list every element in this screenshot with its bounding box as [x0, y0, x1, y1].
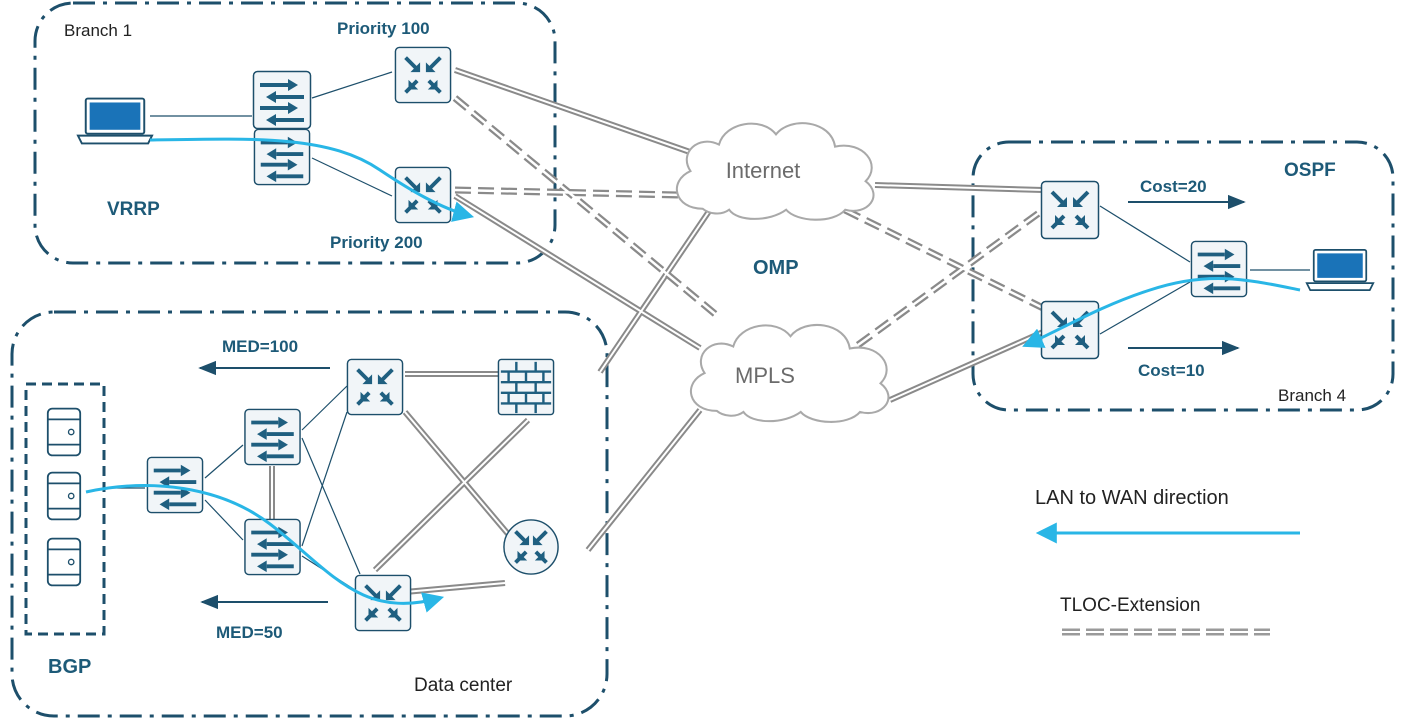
cost-10-label: Cost=10 — [1138, 361, 1205, 380]
datacenter-region — [10, 310, 609, 718]
priority-100-label: Priority 100 — [337, 19, 430, 38]
server-2-icon — [46, 471, 82, 521]
wan-links — [453, 67, 1045, 552]
internet-cloud: Internet — [675, 122, 875, 221]
tloc-extension-links — [452, 95, 1046, 348]
bgp-label: BGP — [48, 656, 91, 678]
branch1-label: Branch 1 — [64, 21, 132, 40]
branch1-flow — [149, 137, 475, 222]
datacenter-flow — [85, 484, 445, 613]
priority-200-label: Priority 200 — [330, 233, 423, 252]
cost-20-label: Cost=20 — [1140, 177, 1207, 196]
server-rack-box — [24, 382, 106, 636]
med-50-label: MED=50 — [216, 623, 283, 642]
branch1-switch-bottom-icon — [252, 128, 312, 186]
branch1-region — [33, 1, 557, 265]
branch1-laptop-icon — [76, 97, 154, 145]
legend-tloc-extension-label: TLOC-Extension — [1060, 595, 1200, 616]
branch4-router-top-icon — [1040, 180, 1100, 240]
branch4-laptop-icon — [1305, 248, 1375, 292]
omp-label: OMP — [753, 257, 799, 279]
branch4-router-bottom-icon — [1040, 300, 1100, 360]
internet-cloud-label: Internet — [726, 158, 801, 183]
dc-switch-top-icon — [243, 408, 302, 466]
branch1-switch-top-icon — [252, 70, 312, 130]
branch4-region — [971, 140, 1395, 412]
metric-arrows — [198, 194, 1246, 610]
server-1-icon — [46, 407, 82, 457]
mpls-cloud: MPLS — [689, 323, 890, 423]
datacenter-label: Data center — [414, 675, 513, 696]
firewall-icon — [497, 358, 555, 416]
lan-to-wan-flows — [85, 137, 1301, 613]
branch1-router-top-icon — [395, 47, 450, 102]
dc-round-router-icon — [502, 518, 560, 576]
server-3-icon — [46, 537, 82, 587]
branch4-switch-icon — [1190, 240, 1248, 298]
legend-lan-to-wan-label: LAN to WAN direction — [1035, 487, 1229, 509]
branch4-label: Branch 4 — [1278, 386, 1346, 405]
mpls-cloud-label: MPLS — [735, 363, 795, 388]
vrrp-label: VRRP — [107, 199, 160, 220]
med-100-label: MED=100 — [222, 337, 298, 356]
branch4-flow — [1022, 277, 1301, 348]
dc-router-top-icon — [345, 358, 405, 416]
ospf-label: OSPF — [1284, 160, 1336, 181]
legend: LAN to WAN direction TLOC-Extension — [1035, 487, 1300, 636]
